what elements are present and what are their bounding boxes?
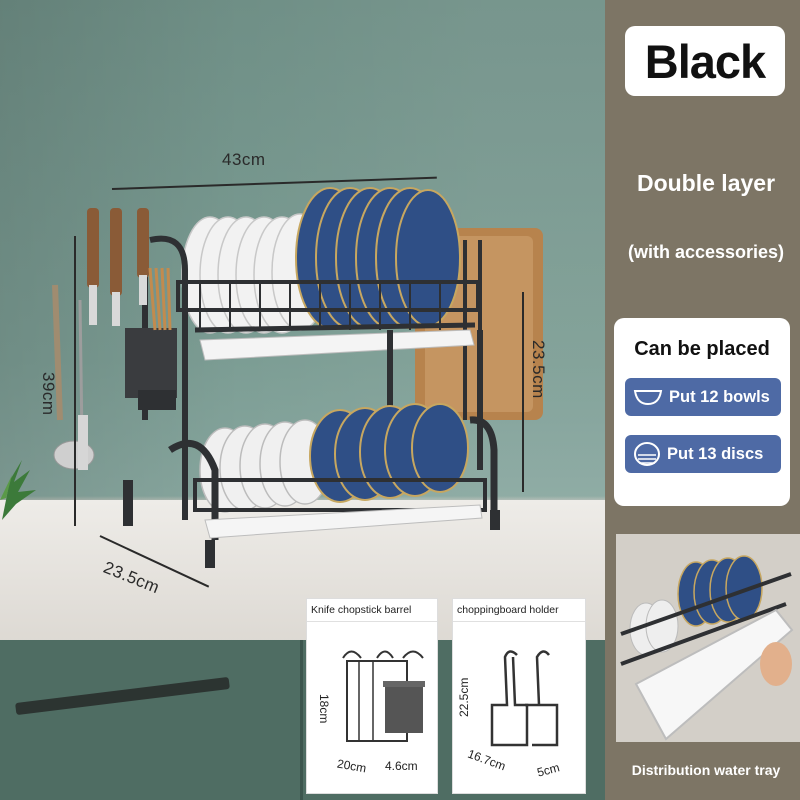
bowl-icon [633, 390, 663, 406]
width-dimension-label: 43cm [222, 150, 266, 169]
color-badge: Black [625, 26, 785, 96]
plant-icon [0, 460, 36, 520]
water-tray-photo [616, 534, 800, 742]
barrel-inset-card: Knife chopstick barrel 18cm 20cm 4.6cm [306, 598, 438, 794]
board-height-dimension-line [522, 292, 524, 492]
bowls-capacity-item: Put 12 bowls [625, 378, 781, 416]
capacity-title: Can be placed [634, 338, 770, 360]
product-photo: 43cm 39cm 23.5cm 23.5cm Knife chopstick … [0, 0, 605, 800]
board-holder-inset-card: choppingboard holder 22.5cm 16.7cm 5cm [452, 598, 586, 794]
barrel-inset-title: Knife chopstick barrel [307, 599, 437, 622]
discs-capacity-item: Put 13 discs [625, 435, 781, 473]
board-holder-inset-title: choppingboard holder [453, 599, 585, 622]
barrel-width-label: 20cm [336, 756, 368, 776]
capacity-card: Can be placed Put 12 bowls Put 13 discs [614, 318, 790, 506]
bowls-capacity-label: Put 12 bowls [669, 387, 770, 406]
discs-icon [634, 442, 660, 466]
product-subheadline: (with accessories) [627, 242, 785, 262]
dish-rack-illustration [52, 187, 543, 568]
barrel-height-label: 18cm [317, 694, 331, 724]
product-headline: Double layer [636, 170, 776, 196]
height-dimension-line [74, 236, 76, 526]
water-tray-caption: Distribution water tray [631, 762, 781, 778]
water-tray-illustration [616, 534, 800, 742]
barrel-depth-label: 4.6cm [385, 759, 418, 773]
cabinet-seam [300, 640, 303, 800]
board-depth-label: 5cm [535, 760, 562, 780]
board-height-dimension-label: 23.5cm [529, 340, 548, 399]
board-height-label: 22.5cm [457, 677, 471, 717]
barrel-icon [342, 650, 425, 742]
height-dimension-label: 39cm [39, 372, 58, 416]
board-holder-icon [490, 650, 559, 747]
discs-capacity-label: Put 13 discs [667, 444, 764, 463]
